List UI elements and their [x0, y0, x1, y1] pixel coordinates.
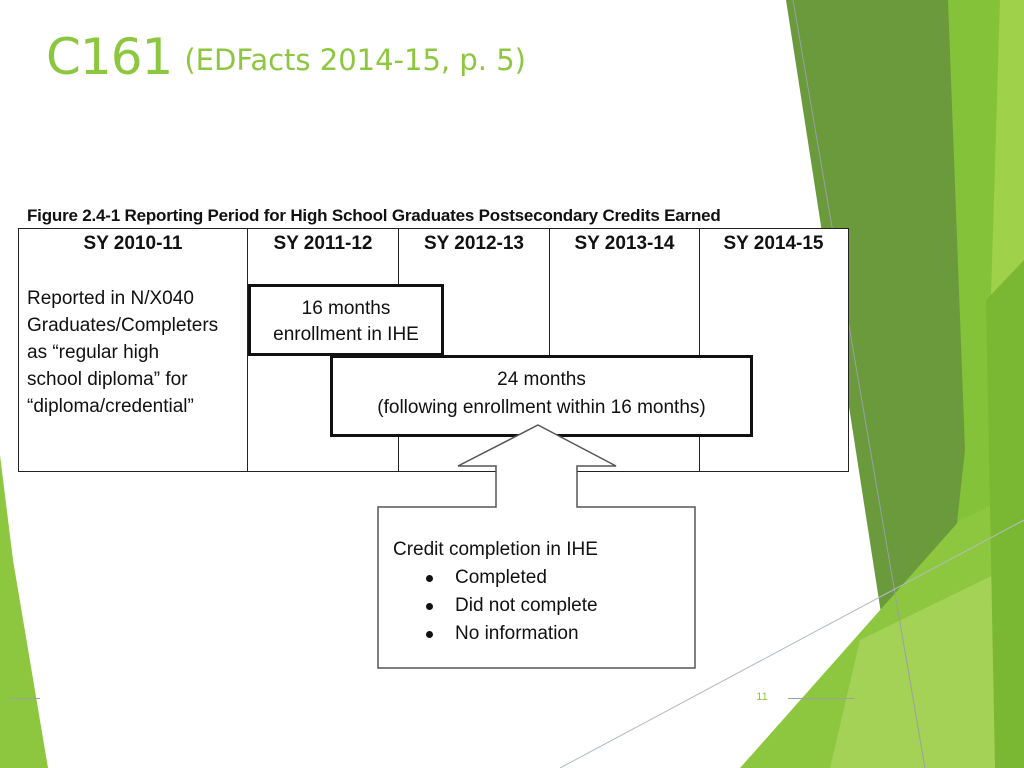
credit-list: Completed Did not complete No informatio…	[393, 564, 683, 648]
year-column-2010-11: SY 2010-11 Reported in N/X040 Graduates/…	[19, 229, 247, 471]
credit-completion-box: Credit completion in IHE Completed Did n…	[393, 536, 683, 648]
footer-divider-left	[10, 698, 40, 699]
box16-line: enrollment in IHE	[273, 324, 419, 345]
reported-line: Reported in N/X040	[27, 288, 194, 309]
reported-line: “diploma/credential”	[27, 396, 194, 417]
thin-line-1	[792, 0, 926, 768]
slide-title-code: C161	[46, 28, 173, 86]
year-column-2013-14: SY 2013-14	[549, 229, 699, 471]
reported-line: Graduates/Completers	[27, 315, 219, 336]
year-label: SY 2011-12	[273, 233, 373, 254]
box16-line: 16 months	[301, 298, 391, 319]
slide-title: C161 (EDFacts 2014-15, p. 5)	[46, 28, 526, 86]
year-label: SY 2010-11	[83, 233, 183, 254]
year-label: SY 2014-15	[723, 233, 824, 254]
box24-line: 24 months	[497, 369, 586, 390]
reported-note: Reported in N/X040 Graduates/Completers …	[27, 285, 249, 420]
credit-list-item: Did not complete	[393, 592, 683, 620]
credit-list-item: Completed	[393, 564, 683, 592]
shape-bottom-light	[830, 560, 1024, 768]
credit-heading: Credit completion in IHE	[393, 539, 598, 560]
enrollment-24-months-box: 24 months (following enrollment within 1…	[330, 355, 753, 437]
year-column-2014-15: SY 2014-15	[699, 229, 847, 471]
slide-title-subtitle: (EDFacts 2014-15, p. 5)	[184, 43, 526, 77]
credit-list-item: No information	[393, 620, 683, 648]
year-label: SY 2012-13	[423, 233, 524, 254]
shape-right-strip	[986, 260, 1024, 768]
thin-line-2	[559, 519, 1024, 768]
reported-line: school diploma” for	[27, 369, 188, 390]
reported-line: as “regular high	[27, 342, 160, 363]
footer-divider-right	[788, 698, 854, 699]
box24-line: (following enrollment within 16 months)	[377, 397, 706, 418]
enrollment-16-months-box: 16 months enrollment in IHE	[248, 284, 444, 356]
figure-caption: Figure 2.4-1 Reporting Period for High S…	[27, 206, 721, 225]
year-label: SY 2013-14	[574, 233, 675, 254]
shape-left-green	[0, 455, 48, 768]
year-column-2011-12: SY 2011-12	[247, 229, 398, 471]
slide-number: 11	[756, 691, 768, 703]
